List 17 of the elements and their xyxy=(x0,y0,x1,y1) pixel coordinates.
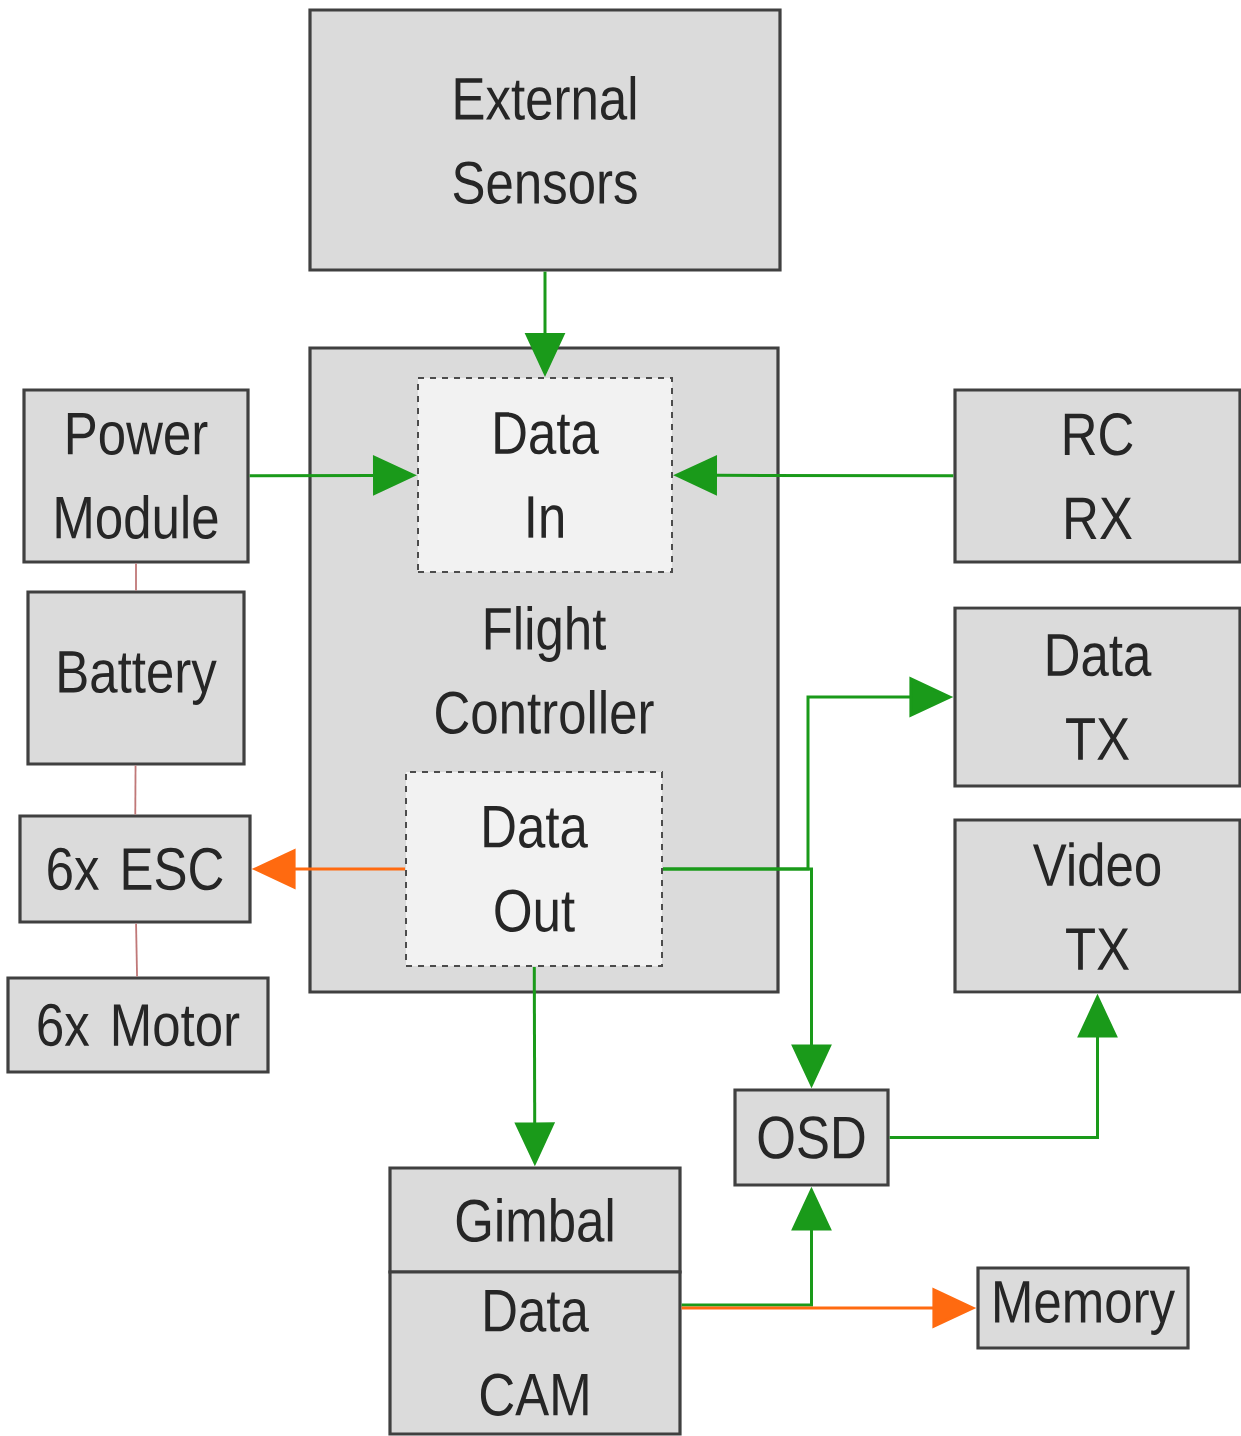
block-box: Data TX xyxy=(953,606,1241,788)
port-box: Data In xyxy=(417,377,673,573)
connector-line xyxy=(134,764,137,816)
block-box: 6x Motor xyxy=(6,976,270,1074)
block-box: Gimbal xyxy=(388,1166,682,1274)
connector-line xyxy=(135,562,137,592)
block-box: RC RX xyxy=(953,388,1241,564)
block-box: Memory xyxy=(976,1266,1190,1350)
connector-line xyxy=(135,922,138,978)
block-box: 6x ESC xyxy=(18,814,252,924)
block-box: Battery xyxy=(26,590,246,766)
block-box: External Sensors xyxy=(308,8,782,272)
block-box: Video TX xyxy=(953,818,1241,994)
port-box: Data Out xyxy=(405,771,663,967)
block-box: OSD xyxy=(733,1088,890,1187)
block-box: Power Module xyxy=(22,388,250,564)
block-box: Data CAM xyxy=(388,1270,682,1436)
